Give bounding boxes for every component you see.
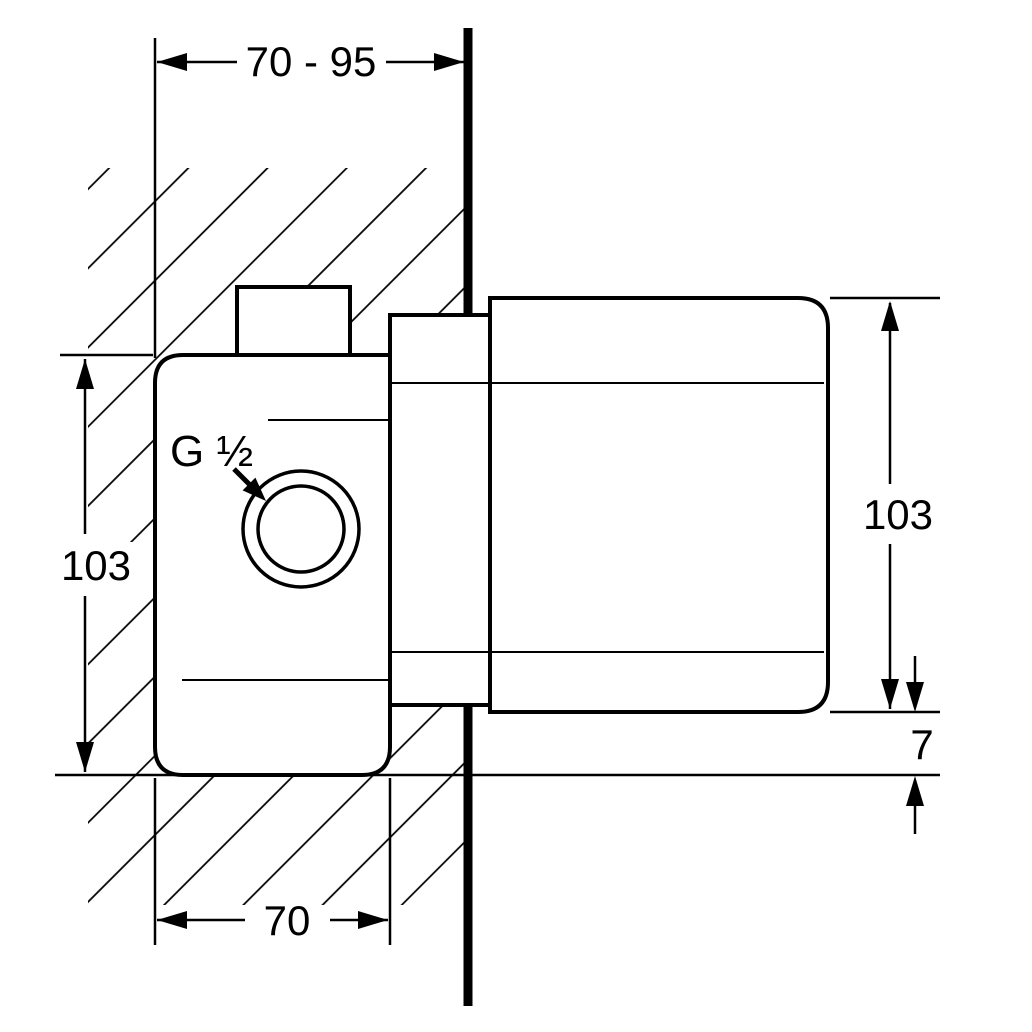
thread-port-outer-circle xyxy=(241,469,361,589)
detail-lines xyxy=(182,382,824,681)
dim-top-arrow-left-icon xyxy=(157,53,187,71)
cover-cap xyxy=(235,285,352,359)
dim-right-arrow-down-icon xyxy=(881,679,899,709)
dim-offset-arrow-up-icon xyxy=(906,776,924,806)
dim-bottom-arrow-left-icon xyxy=(157,911,187,929)
dim-offset-label: 7 xyxy=(910,721,933,768)
dim-bottom-arrow-right-icon xyxy=(358,911,388,929)
dim-top-label: 70 - 95 xyxy=(246,38,377,85)
valve-body xyxy=(153,353,392,777)
dim-left-label: 103 xyxy=(61,542,131,589)
thread-leader-arrow xyxy=(232,467,266,501)
dim-bottom-label: 70 xyxy=(264,897,311,944)
dim-right-label: 103 xyxy=(863,491,933,538)
extension-lines xyxy=(55,38,940,945)
dim-left-arrow-up-icon xyxy=(76,359,94,389)
dim-left-arrow-down-icon xyxy=(76,742,94,772)
dim-right-arrow-up-icon xyxy=(881,301,899,331)
escutcheon-housing xyxy=(488,296,830,714)
thread-leader-line xyxy=(232,467,253,488)
dim-left-label-backing xyxy=(52,542,140,588)
thread-leader-arrowhead-icon xyxy=(242,477,266,501)
dim-bottom-label-backing xyxy=(258,898,316,942)
dim-offset-arrow-down-icon xyxy=(906,682,924,712)
dimension-arrowheads xyxy=(76,53,924,929)
thread-port-inner-circle xyxy=(256,484,346,574)
thread-size-label: G ½ xyxy=(170,427,253,476)
dim-top-arrow-right-icon xyxy=(434,53,464,71)
mounting-sleeve xyxy=(388,313,492,707)
